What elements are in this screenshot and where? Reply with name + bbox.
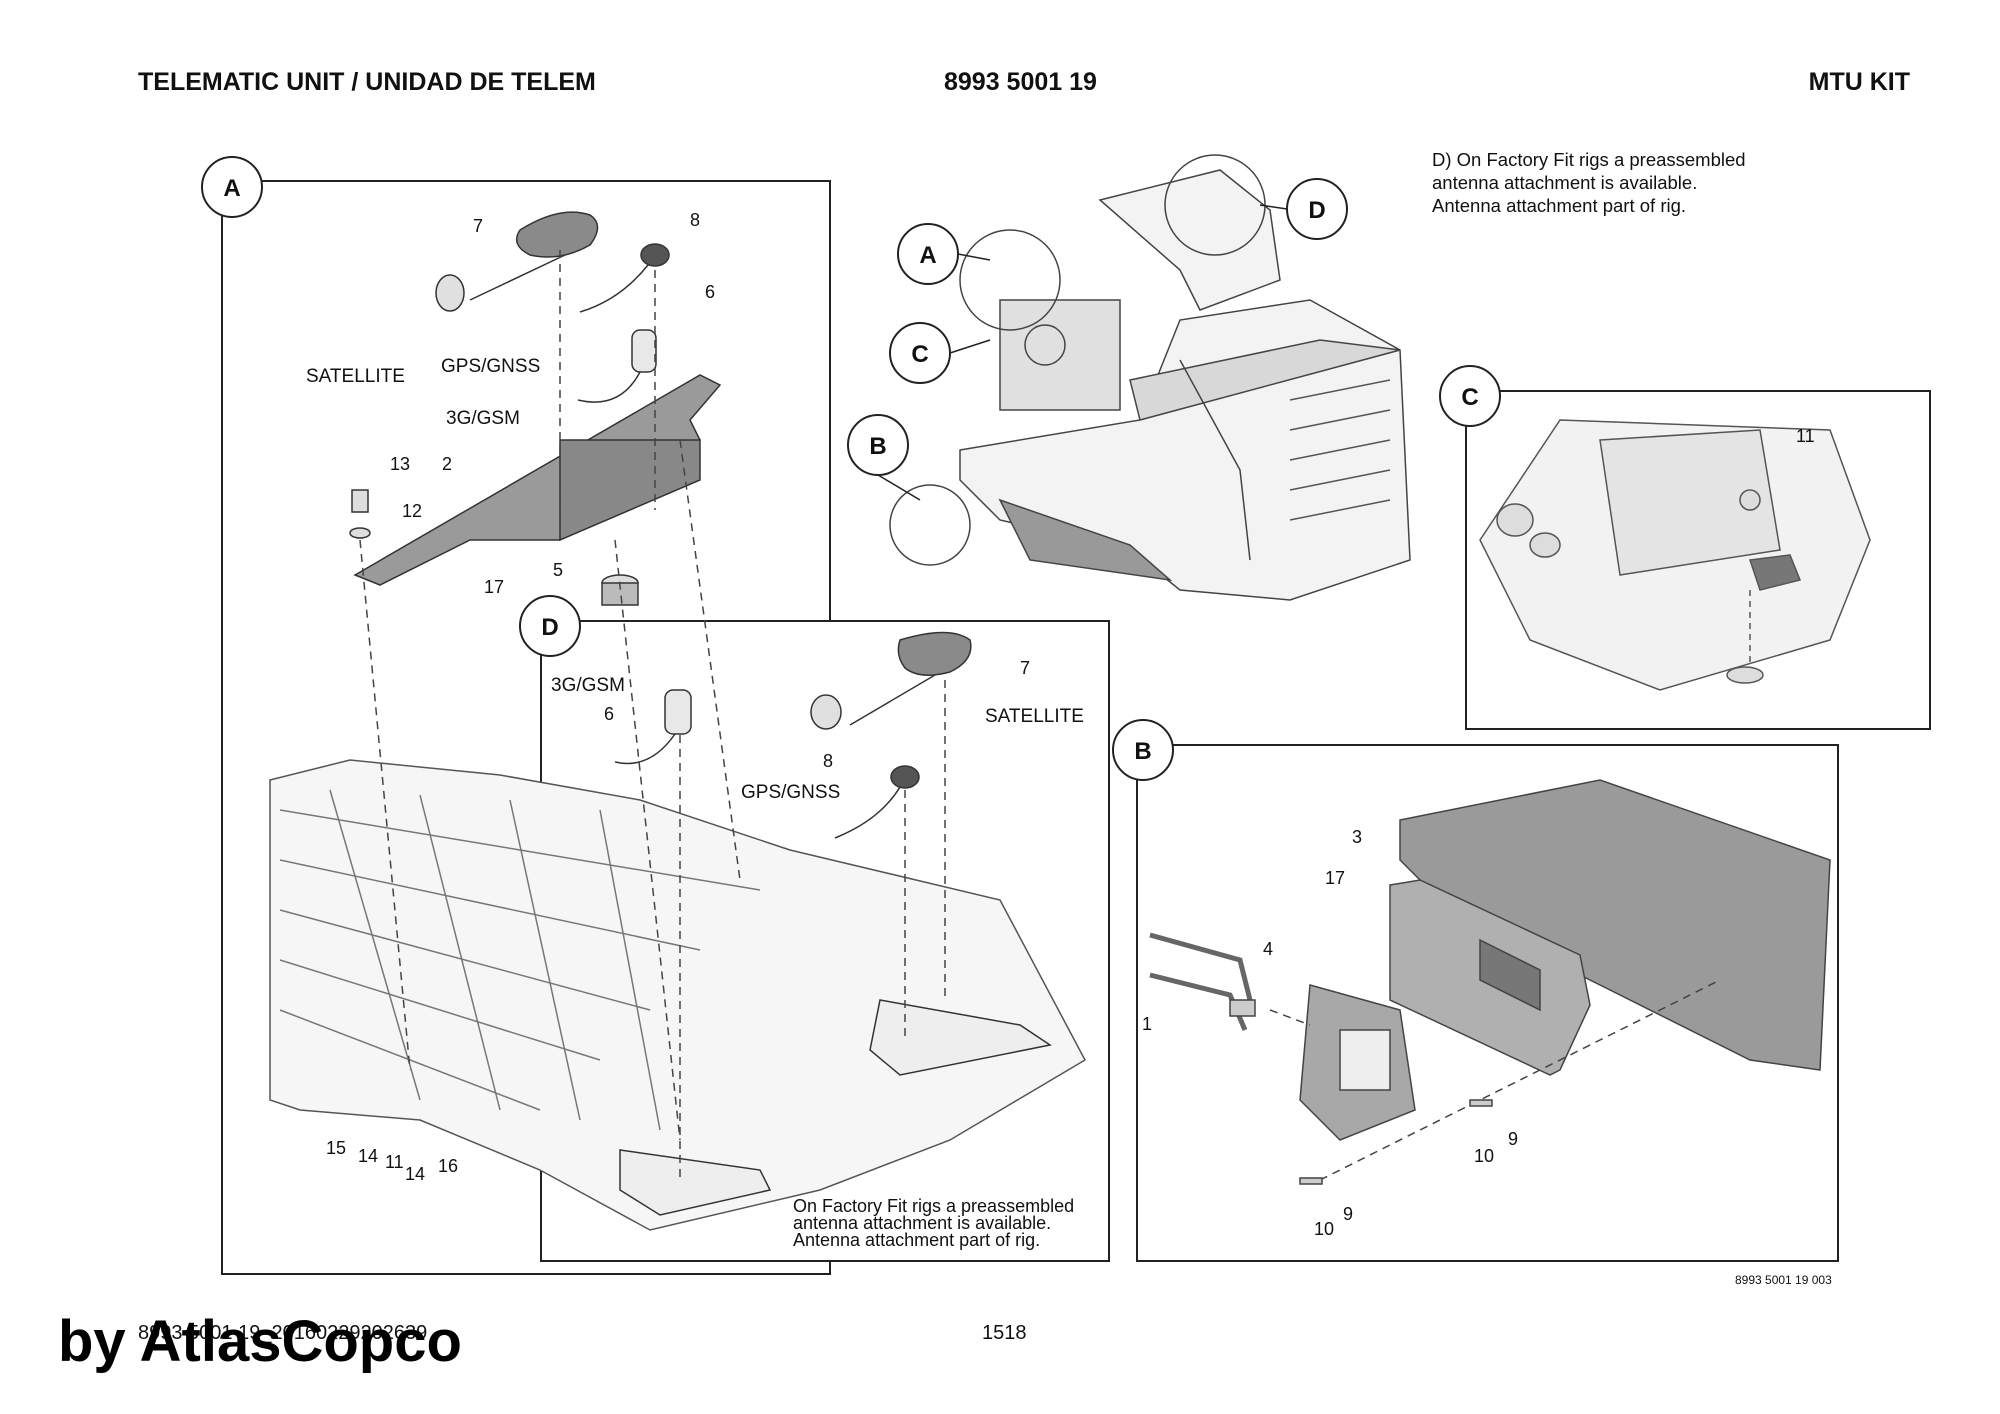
satellite-antenna-shape [897, 631, 972, 676]
part-number: 12 [402, 501, 422, 521]
note-line: D) On Factory Fit rigs a preassembled [1432, 149, 1746, 170]
callout-c: C [911, 341, 928, 368]
callout-leaders [877, 204, 1288, 501]
figure-reference: 8993 5001 19 003 [1735, 1273, 1832, 1287]
label-satellite: SATELLITE [306, 366, 405, 387]
panel-a-content [269, 211, 1086, 1231]
label-satellite: SATELLITE [985, 706, 1084, 727]
label-gps: GPS/GNSS [741, 782, 840, 803]
label-gsm: 3G/GSM [551, 675, 625, 696]
gps-antenna-shape [640, 243, 670, 267]
label-gps: GPS/GNSS [441, 356, 540, 377]
note-line: Antenna attachment part of rig. [793, 1230, 1041, 1250]
footer-page-number: 1518 [982, 1322, 1027, 1344]
callout-circle [201, 156, 263, 218]
part-number: 8 [823, 751, 833, 771]
part-number: 13 [390, 454, 410, 474]
part-number: 2 [442, 454, 452, 474]
note-factory-fit-d: D) On Factory Fit rigs a preassembled an… [1432, 148, 1852, 217]
part-number: 3 [1352, 827, 1362, 847]
header-kit-name: MTU KIT [1808, 68, 1910, 96]
callout-circle [1112, 719, 1174, 781]
gsm-antenna-shape [664, 689, 692, 735]
part-number: 9 [1508, 1129, 1518, 1149]
panel-c-content [1479, 419, 1871, 691]
gsm-antenna-shape [631, 329, 657, 373]
callout-d: D [541, 614, 558, 641]
part-number: 11 [385, 1152, 404, 1172]
part-number: 1 [1142, 1014, 1152, 1034]
part-number: 6 [705, 282, 715, 302]
part-number: 7 [473, 216, 483, 236]
panel-c-frame [1465, 390, 1931, 730]
part-number: 10 [1314, 1219, 1334, 1239]
part-number: 17 [1325, 868, 1345, 888]
callout-b: B [869, 433, 886, 460]
part-number: 17 [484, 577, 504, 597]
mounting-plate [1399, 779, 1831, 1071]
label-gsm: 3G/GSM [446, 408, 520, 429]
callout-circle [1439, 365, 1501, 427]
note-factory-fit: On Factory Fit rigs a preassembled anten… [793, 1196, 1153, 1250]
callout-circle [519, 595, 581, 657]
part-number: 6 [604, 704, 614, 724]
part-number: 9 [1343, 1204, 1353, 1224]
part-number: 14 [358, 1146, 378, 1166]
callout-a: A [223, 175, 240, 202]
header-part-number: 8993 5001 19 [944, 68, 1097, 96]
part-number: 15 [326, 1138, 346, 1158]
panel-b-frame [1136, 744, 1839, 1262]
callout-c: C [1461, 384, 1478, 411]
callout-a: A [919, 242, 936, 269]
drill-rig-overview [889, 154, 1411, 601]
watermark: by AtlasCopco [58, 1309, 462, 1374]
footer-document-code: 8993 5001 19_20160229202639 [138, 1322, 428, 1344]
callout-d: D [1308, 197, 1325, 224]
panel-b-content [1149, 779, 1831, 1185]
header-title: TELEMATIC UNIT / UNIDAD DE TELEM [138, 68, 596, 96]
callout-b: B [1134, 738, 1151, 765]
mount-plate-sketch [869, 999, 1052, 1076]
base-frame-sketch [269, 759, 1086, 1231]
panel-d-content [614, 631, 1052, 1216]
note-line: antenna attachment is available. [1432, 172, 1698, 193]
note-line: antenna attachment is available. [793, 1213, 1052, 1233]
part-number: 10 [1474, 1146, 1494, 1166]
part-number: 4 [1263, 939, 1273, 959]
part-number: 11 [1796, 426, 1815, 446]
part-number: 8 [690, 210, 700, 230]
part-number: 16 [438, 1156, 458, 1176]
callout-circles [201, 156, 1501, 781]
part-number: 7 [1020, 658, 1030, 678]
part-number: 14 [405, 1164, 425, 1184]
note-line: On Factory Fit rigs a preassembled [793, 1196, 1075, 1216]
gps-antenna-shape [890, 765, 920, 789]
part-number: 5 [553, 560, 563, 580]
satellite-antenna-shape [515, 211, 599, 258]
note-line: Antenna attachment part of rig. [1432, 195, 1687, 216]
